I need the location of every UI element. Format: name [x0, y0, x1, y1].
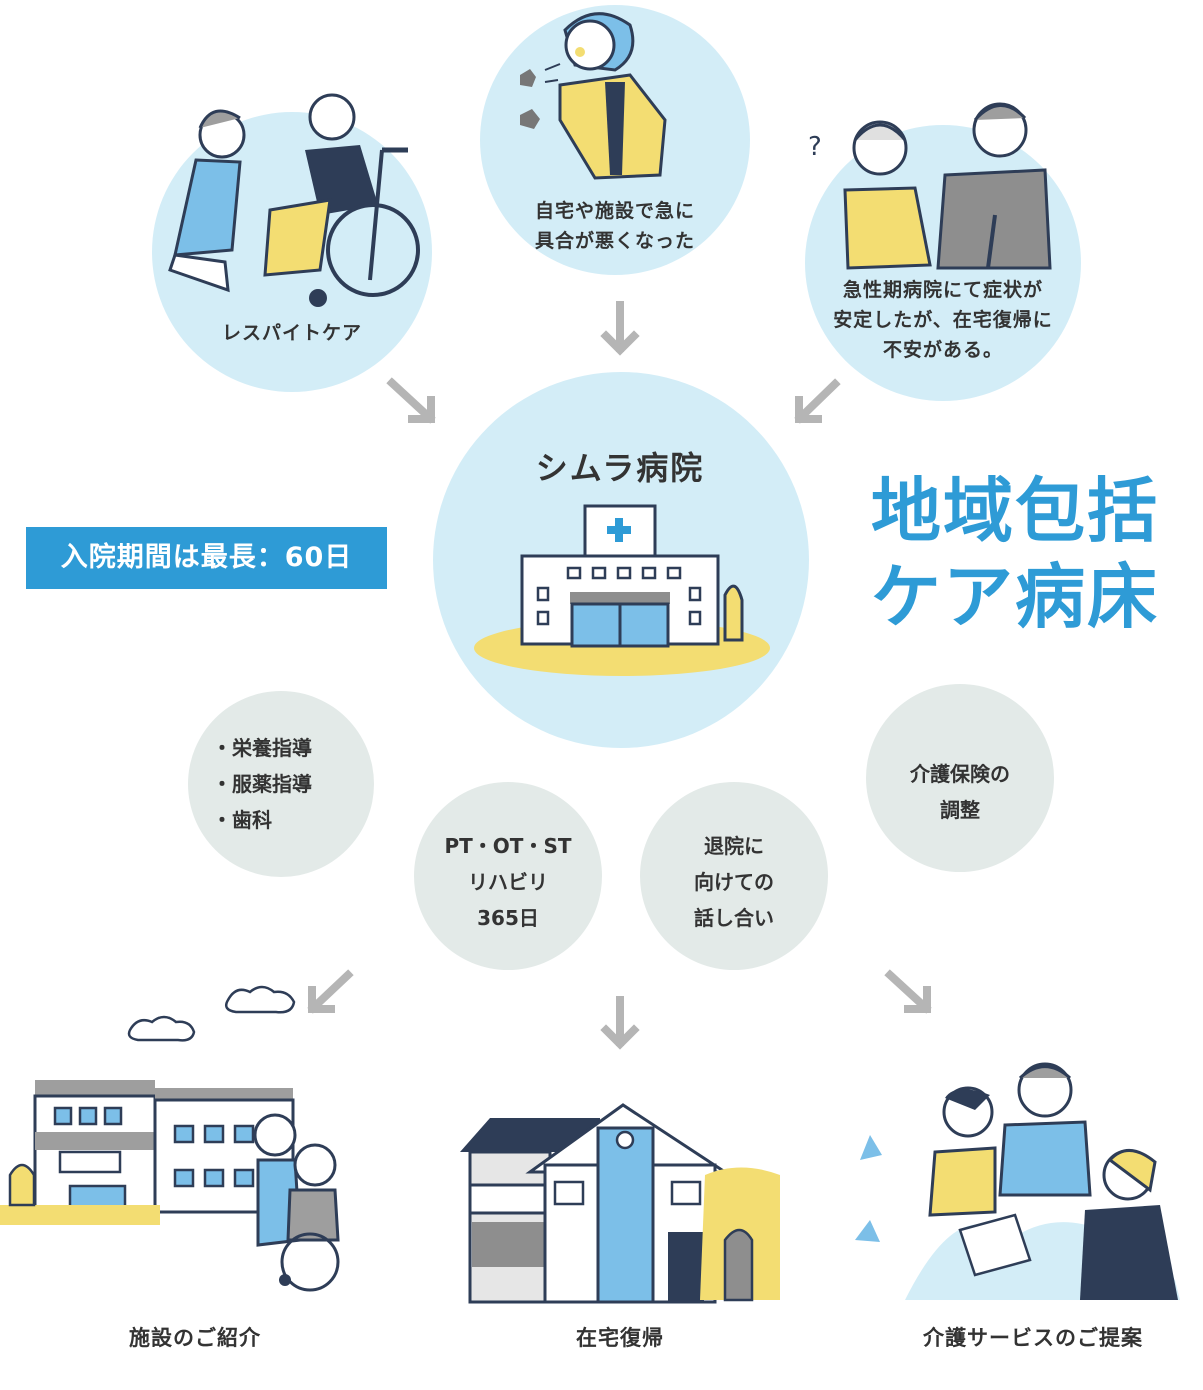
nutrition-item: ・栄養指導 — [212, 736, 312, 760]
hospital-name: シムラ病院 — [535, 449, 705, 487]
facility-illustration — [0, 985, 340, 1292]
sudden-illness-line1: 自宅や施設で急に — [534, 200, 695, 222]
page-title-line1: 地域包括 — [871, 470, 1159, 552]
page-title-line2: ケア病床 — [871, 556, 1159, 638]
acute-stable-line1: 急性期病院にて症状が — [842, 279, 1043, 301]
insurance-label: 介護保険の 調整 — [870, 756, 1050, 828]
insurance-circle — [866, 684, 1054, 872]
discharge-line3: 話し合い — [694, 906, 774, 930]
facility-label: 施設のご紹介 — [129, 1326, 261, 1350]
rehab-circle — [414, 782, 602, 970]
rehab-label: PT・OT・ST リハビリ 365日 — [418, 828, 598, 936]
arrow-icons — [307, 301, 932, 1050]
arrow-down-right-icon — [386, 377, 436, 424]
arrow-down-right-icon — [884, 969, 932, 1014]
respite-illustration — [168, 93, 420, 307]
nutrition-label: ・栄養指導 ・服薬指導 ・歯科 — [200, 730, 372, 838]
home-illustration — [460, 1103, 780, 1304]
svg-text:?: ? — [808, 132, 822, 162]
medication-item: ・服薬指導 — [212, 772, 312, 796]
nutrition-circle — [188, 691, 374, 877]
discharge-line2: 向けての — [694, 870, 774, 894]
acute-stable-illustration: ? — [808, 102, 1052, 270]
discharge-line1: 退院に — [704, 834, 764, 858]
arrow-down-left-icon — [307, 969, 354, 1014]
dental-item: ・歯科 — [212, 808, 272, 832]
stay-limit-badge: 入院期間は最長：60日 — [26, 527, 387, 589]
sudden-illness-line2: 具合が悪くなった — [534, 230, 695, 252]
page-title: 地域包括 ケア病床 — [845, 468, 1185, 640]
rehab-line1: PT・OT・ST — [444, 834, 572, 858]
sudden-illness-illustration — [520, 12, 667, 180]
arrow-down-icon — [600, 996, 640, 1050]
care-service-illustration — [855, 1062, 1180, 1300]
rehab-line3: 365日 — [477, 906, 539, 930]
care-service-label: 介護サービスのご提案 — [923, 1326, 1143, 1350]
home-label: 在宅復帰 — [576, 1326, 664, 1350]
rehab-line2: リハビリ — [468, 870, 548, 894]
insurance-line1: 介護保険の — [910, 762, 1010, 786]
acute-stable-label: 急性期病院にて症状が 安定したが、在宅復帰に 不安がある。 — [808, 275, 1078, 365]
acute-stable-line3: 不安がある。 — [882, 339, 1003, 361]
hospital-illustration — [474, 504, 770, 676]
acute-stable-line2: 安定したが、在宅復帰に — [833, 309, 1053, 331]
arrow-down-icon — [600, 301, 640, 356]
respite-label: レスパイトケア — [221, 322, 362, 344]
insurance-line2: 調整 — [940, 798, 980, 822]
sudden-illness-label: 自宅や施設で急に 具合が悪くなった — [480, 196, 750, 256]
discharge-circle — [640, 782, 828, 970]
discharge-label: 退院に 向けての 話し合い — [644, 828, 824, 936]
arrow-down-left-icon — [794, 378, 841, 424]
